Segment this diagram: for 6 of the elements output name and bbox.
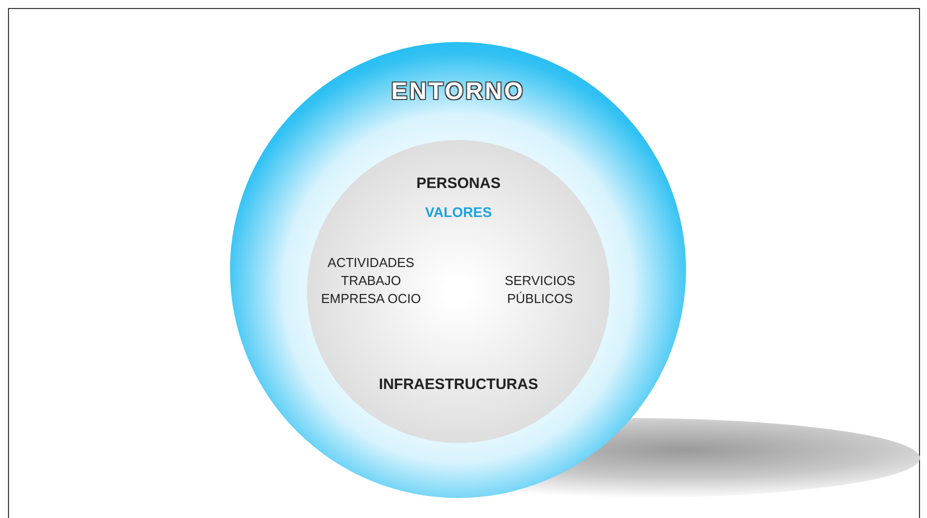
circle-title: ENTORNO: [390, 77, 526, 107]
circle-heading: INFRAESTRUCTURAS: [378, 375, 540, 395]
circle-subheading: VALORES: [424, 203, 493, 222]
circle-heading: PERSONAS: [415, 174, 502, 194]
circle-text: SERVICIOS PÚBLICOS: [504, 272, 576, 308]
circle-text: ACTIVIDADES TRABAJO EMPRESA OCIO: [320, 254, 422, 308]
